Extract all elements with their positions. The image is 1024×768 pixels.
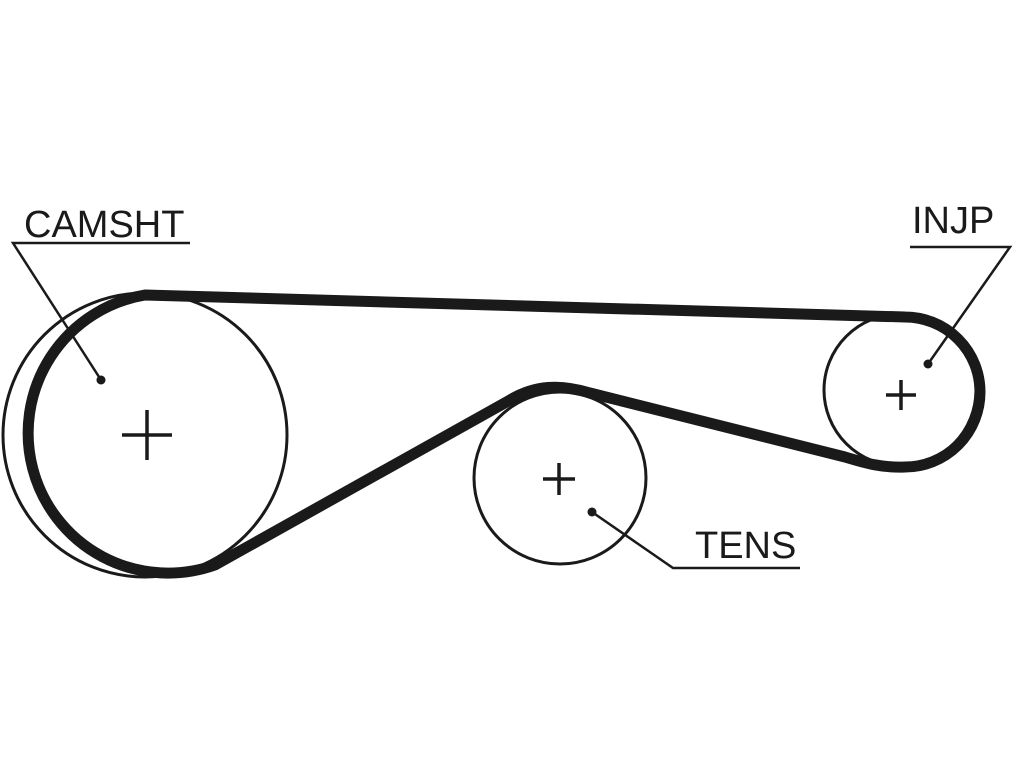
camshaft-leader-dot — [96, 375, 106, 385]
tensioner-leader-dot — [587, 507, 597, 517]
injection-pump-center-mark — [886, 380, 916, 410]
tensioner-label: TENS — [695, 525, 796, 567]
tensioner-leader-line — [591, 510, 800, 570]
injection-pump-leader-line — [910, 245, 1013, 365]
camshaft-leader-line — [10, 241, 190, 381]
camshaft-center-mark — [122, 410, 172, 460]
injection-pump-leader-dot — [923, 359, 933, 369]
camshaft-label: CAMSHT — [24, 204, 184, 246]
tensioner-center-mark — [543, 463, 575, 495]
injection-pump-label: INJP — [912, 200, 994, 242]
timing-belt — [22, 289, 986, 579]
